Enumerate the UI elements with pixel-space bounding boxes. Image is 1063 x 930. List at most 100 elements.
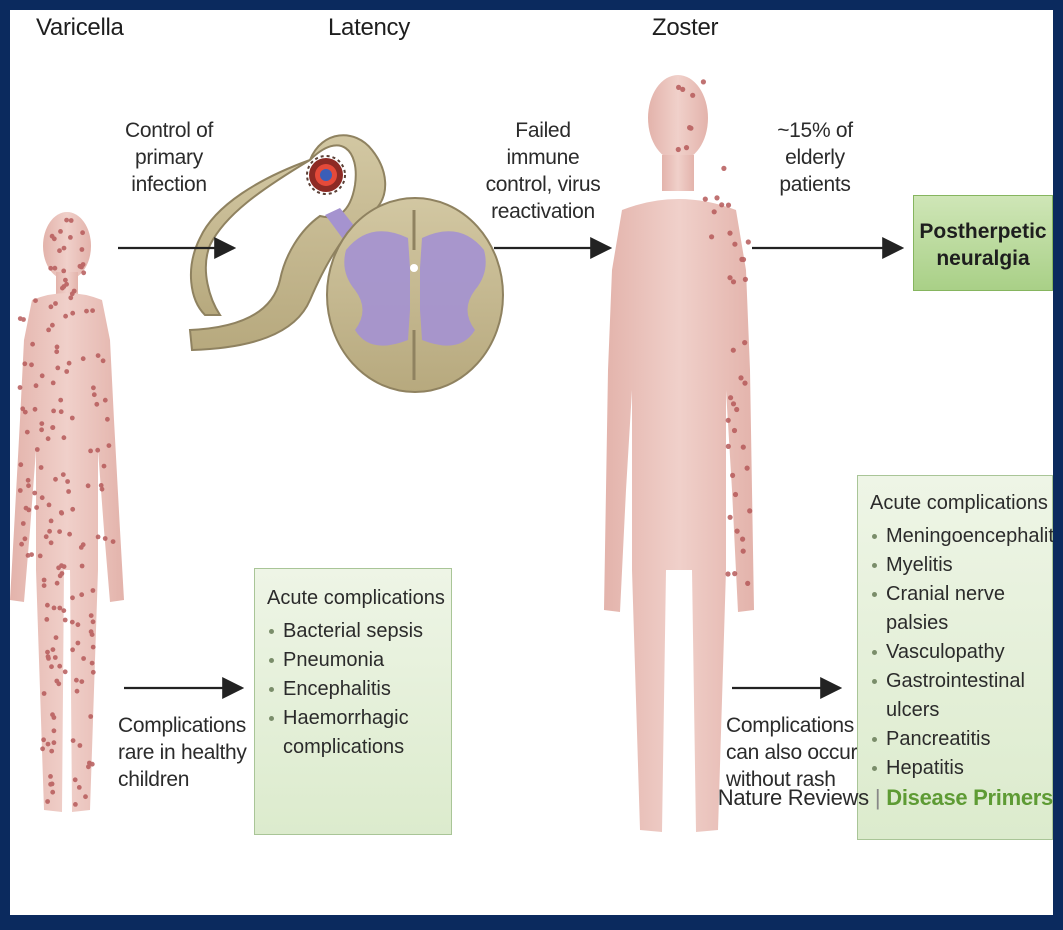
outcome-line-1: Postherpetic bbox=[914, 218, 1052, 245]
rash-spot bbox=[42, 691, 47, 696]
outcome-postherpetic-neuralgia: Postherpetic neuralgia bbox=[913, 195, 1053, 291]
rash-spot bbox=[70, 311, 75, 316]
rash-spot bbox=[72, 289, 77, 294]
rash-spot bbox=[738, 375, 743, 380]
rash-spot bbox=[22, 361, 27, 366]
rash-spot bbox=[91, 385, 96, 390]
rash-spot bbox=[726, 418, 731, 423]
rash-spot bbox=[44, 617, 49, 622]
rash-spot bbox=[45, 603, 50, 608]
rash-spot bbox=[81, 356, 86, 361]
rash-spot bbox=[90, 661, 95, 666]
rash-spot bbox=[732, 242, 737, 247]
rash-spot bbox=[92, 392, 97, 397]
complication-text: Pancreatitis bbox=[886, 725, 1053, 754]
credit-line: Nature Reviews|Disease Primers bbox=[718, 785, 1053, 811]
rash-spot bbox=[745, 466, 750, 471]
rash-spot bbox=[745, 581, 750, 586]
rash-spot bbox=[57, 664, 62, 669]
rash-spot bbox=[90, 632, 95, 637]
rash-spot bbox=[70, 647, 75, 652]
rash-spot bbox=[46, 742, 51, 747]
rash-spot bbox=[67, 532, 72, 537]
complication-item: Meningoencephalitis bbox=[872, 522, 1053, 551]
rash-spot bbox=[89, 613, 94, 618]
rash-spot bbox=[728, 515, 733, 520]
rash-spot bbox=[68, 295, 73, 300]
rash-spot bbox=[69, 218, 74, 223]
rash-spot bbox=[731, 401, 736, 406]
rash-spot bbox=[91, 670, 96, 675]
diagram-frame: Varicella Latency Zoster Control of prim… bbox=[10, 10, 1053, 915]
credit-series: Disease Primers bbox=[886, 785, 1053, 810]
rash-spot bbox=[81, 656, 86, 661]
rash-spot bbox=[33, 407, 38, 412]
rash-spot bbox=[25, 430, 30, 435]
rash-spot bbox=[62, 564, 67, 569]
rash-spot bbox=[34, 505, 39, 510]
rash-spot bbox=[59, 409, 64, 414]
heading-latency: Latency bbox=[328, 14, 410, 42]
rash-spot bbox=[55, 581, 60, 586]
rash-spot bbox=[53, 655, 58, 660]
complication-item: Gastrointestinal ulcers bbox=[872, 667, 1053, 725]
rash-spot bbox=[90, 308, 95, 313]
complication-text: Myelitis bbox=[886, 551, 1053, 580]
complication-text: Pneumonia bbox=[283, 646, 423, 675]
rash-spot bbox=[68, 235, 73, 240]
rash-spot bbox=[111, 539, 116, 544]
rash-spot bbox=[54, 349, 59, 354]
rash-spot bbox=[731, 279, 736, 284]
rash-spot bbox=[61, 269, 66, 274]
rash-spot bbox=[40, 746, 45, 751]
rash-spot bbox=[39, 427, 44, 432]
rash-spot bbox=[740, 537, 745, 542]
heading-varicella: Varicella bbox=[36, 14, 124, 42]
rash-spot bbox=[62, 246, 67, 251]
rash-spot bbox=[51, 409, 56, 414]
rash-spot bbox=[80, 247, 85, 252]
rash-spot bbox=[79, 679, 84, 684]
rash-spot bbox=[46, 654, 51, 659]
rash-spot bbox=[88, 714, 93, 719]
complication-text: Cranial nerve palsies bbox=[886, 580, 1053, 638]
rash-spot bbox=[50, 425, 55, 430]
zoster-box-title: Acute complications bbox=[870, 492, 1048, 515]
complication-item: Pneumonia bbox=[269, 646, 423, 675]
rash-spot bbox=[34, 383, 39, 388]
rash-spot bbox=[90, 762, 95, 767]
rash-spot bbox=[76, 622, 81, 627]
rash-spot bbox=[102, 464, 107, 469]
rash-spot bbox=[63, 618, 68, 623]
complication-text: Hepatitis bbox=[886, 754, 1053, 783]
rash-spot bbox=[75, 689, 80, 694]
rash-spot bbox=[61, 608, 66, 613]
rash-spot bbox=[77, 785, 82, 790]
rash-spot bbox=[58, 229, 63, 234]
rash-spot bbox=[19, 542, 24, 547]
rash-spot bbox=[51, 381, 56, 386]
rash-spot bbox=[49, 304, 54, 309]
rash-spot bbox=[50, 323, 55, 328]
rash-spot bbox=[55, 345, 60, 350]
rash-spot bbox=[96, 535, 101, 540]
rash-spot bbox=[703, 197, 708, 202]
credit-journal: Nature Reviews bbox=[718, 785, 869, 810]
rash-spot bbox=[726, 444, 731, 449]
rash-spot bbox=[86, 483, 91, 488]
rash-spot bbox=[29, 552, 34, 557]
rash-spot bbox=[26, 483, 31, 488]
complication-text: Meningoencephalitis bbox=[886, 522, 1053, 551]
rash-spot bbox=[18, 385, 23, 390]
complication-item: Hepatitis bbox=[872, 754, 1053, 783]
rash-spot bbox=[49, 664, 54, 669]
rash-spot bbox=[105, 417, 110, 422]
rash-spot bbox=[32, 491, 37, 496]
complication-item: Encephalitis bbox=[269, 675, 423, 704]
rash-spot bbox=[94, 402, 99, 407]
rash-spot bbox=[684, 145, 689, 150]
credit-separator: | bbox=[875, 785, 880, 810]
rash-spot bbox=[714, 195, 719, 200]
rash-spot bbox=[65, 479, 70, 484]
rash-spot bbox=[95, 448, 100, 453]
